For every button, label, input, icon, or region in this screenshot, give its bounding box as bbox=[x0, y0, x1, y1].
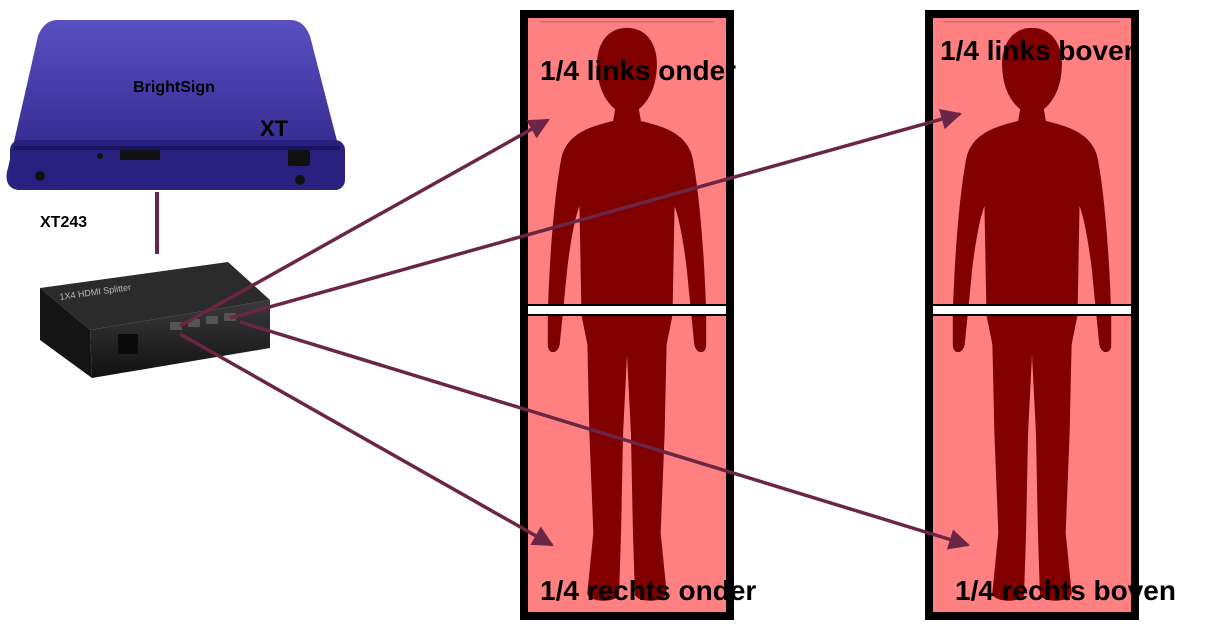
brightsign-player: BrightSign XT bbox=[6, 20, 346, 190]
hdmi-out-port-1-icon bbox=[170, 322, 182, 330]
hdmi-port-icon bbox=[120, 150, 160, 160]
player-model-badge: XT bbox=[260, 116, 289, 141]
arrow-to-left-top bbox=[179, 118, 550, 328]
hdmi-out-port-3-icon bbox=[206, 316, 218, 324]
label-left-bottom: 1/4 rechts onder bbox=[540, 575, 756, 606]
player-model-label: XT243 bbox=[40, 214, 88, 231]
power-switch-icon bbox=[118, 334, 138, 354]
arrow-to-left-bottom bbox=[179, 332, 554, 547]
label-left-top: 1/4 links onder bbox=[540, 55, 736, 86]
player-brand: BrightSign bbox=[133, 79, 215, 96]
screen-right-bottom bbox=[933, 316, 1131, 612]
screen-left-bottom bbox=[528, 316, 726, 612]
right-display-column bbox=[925, 10, 1139, 620]
label-right-bottom: 1/4 rechts boven bbox=[955, 575, 1176, 606]
hdmi-splitter: 1X4 HDMI Splitter bbox=[40, 262, 270, 378]
ethernet-port-icon bbox=[288, 150, 310, 166]
microsd-slot-icon bbox=[97, 153, 103, 159]
label-right-top: 1/4 links boven bbox=[940, 35, 1141, 66]
left-display-column bbox=[520, 10, 734, 620]
arrow-to-right-top bbox=[229, 108, 963, 320]
arrow-to-right-bottom bbox=[239, 320, 971, 550]
